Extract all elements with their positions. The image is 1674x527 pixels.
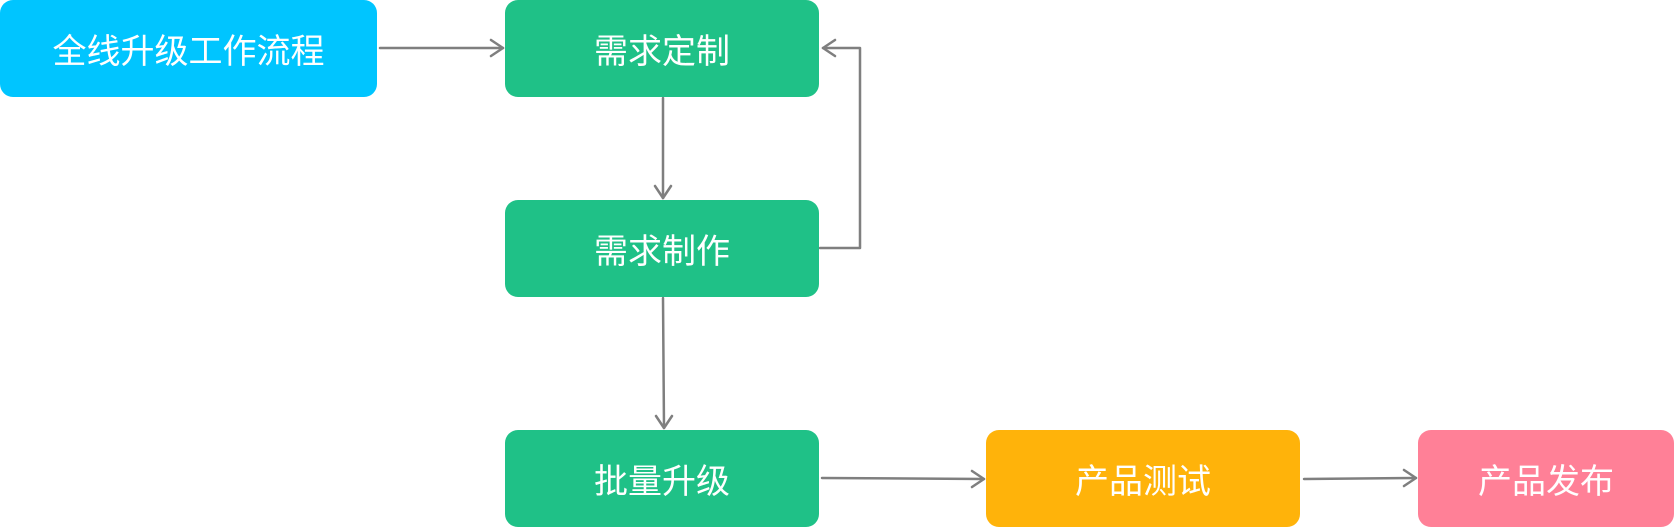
connector-start-to-req-custom [378, 38, 505, 58]
node-product-testing: 产品测试 [986, 430, 1300, 527]
connector-req-custom-to-req-make [653, 96, 673, 200]
connector-req-make-to-batch-upgrade [654, 296, 674, 430]
node-label: 需求定制 [594, 32, 730, 72]
node-requirement-customization: 需求定制 [505, 0, 819, 97]
node-batch-upgrade: 批量升级 [505, 430, 819, 527]
node-label: 产品发布 [1478, 462, 1614, 502]
node-label: 批量升级 [594, 462, 730, 502]
connector-req-make-to-req-custom-loop [818, 38, 862, 250]
node-label: 需求制作 [594, 232, 730, 272]
node-label: 产品测试 [1075, 462, 1211, 502]
node-label: 全线升级工作流程 [52, 32, 325, 72]
node-product-release: 产品发布 [1418, 430, 1674, 527]
connector-product-test-to-product-release [1302, 468, 1418, 488]
node-requirement-production: 需求制作 [505, 200, 819, 297]
connector-batch-upgrade-to-product-test [820, 469, 986, 489]
node-full-line-upgrade-workflow: 全线升级工作流程 [0, 0, 377, 97]
